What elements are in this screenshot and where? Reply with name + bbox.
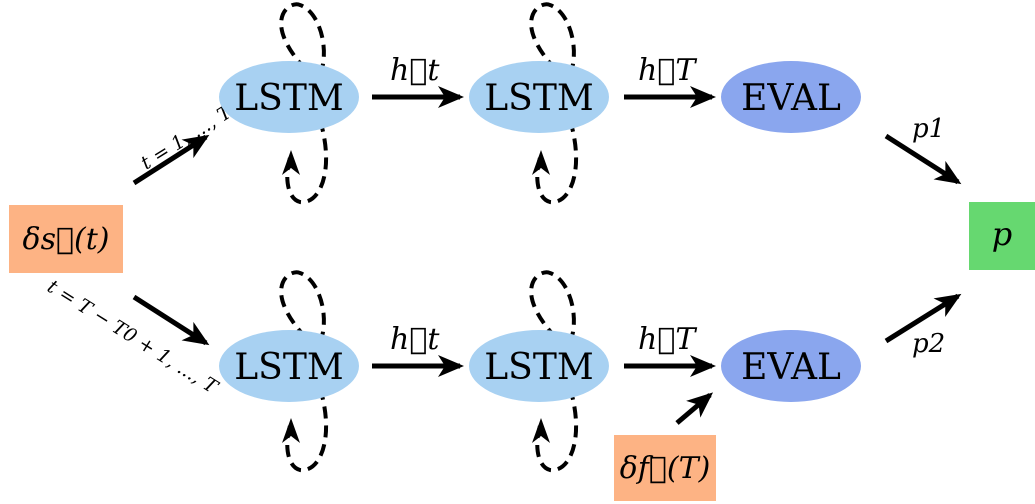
p1-label: p1 — [912, 114, 945, 144]
p2-arrow — [884, 293, 962, 344]
input-state-node: δs⃗(t) — [9, 205, 123, 273]
h-t-top-text: h⃗t — [390, 53, 440, 88]
range-top-label: t = 1, ..., T — [137, 100, 237, 174]
h-T-top-label: h⃗T — [638, 53, 697, 88]
output-box — [969, 202, 1035, 270]
lstm-bottom-2-loop-upper — [529, 270, 576, 344]
lstm-bottom-2-loop-arrowhead — [532, 418, 550, 443]
lstm-bottom-2-ellipse — [469, 330, 609, 402]
eval-top-ellipse — [721, 61, 861, 133]
lstm-top-2-ellipse — [469, 61, 609, 133]
eval-top-label: EVAL — [741, 78, 841, 119]
h-t-top-label: h⃗t — [390, 53, 440, 88]
force-to-eval-arrow — [675, 392, 714, 425]
input-to-lstm-bottom-arrow — [132, 294, 210, 346]
lstm-bottom-2-label: LSTM — [484, 347, 593, 388]
lstm-bottom-1-label: LSTM — [234, 347, 343, 388]
input-force-box — [614, 435, 716, 501]
lstm-top-1-ellipse — [219, 61, 359, 133]
lstm-bottom-1-loop-arrowhead — [282, 418, 300, 443]
input-to-lstm-top-arrow — [132, 134, 210, 186]
output-label: p — [992, 215, 1012, 253]
lstm-top-2-loop-arrowhead — [532, 150, 550, 175]
lstm-top-2-loop-upper — [529, 2, 576, 76]
input-state-box — [9, 205, 123, 273]
lstm-top-1-label: LSTM — [234, 78, 343, 119]
eval-bottom-ellipse — [721, 330, 861, 402]
lstm-top-2: LSTM — [469, 2, 609, 205]
eval-top: EVAL — [721, 61, 861, 133]
lstm-bottom-1-ellipse — [219, 330, 359, 402]
input-state-label: δs⃗(t) — [23, 222, 110, 257]
p1-arrow — [884, 133, 962, 185]
lstm-top-1-loop-upper — [279, 2, 326, 76]
p2-label: p2 — [912, 329, 945, 359]
input-force-label: δf⃗(T) — [620, 451, 711, 486]
lstm-bottom-2: LSTM — [469, 270, 609, 473]
h-t-bottom-label: h⃗t — [390, 322, 440, 357]
input-force-node: δf⃗(T) — [614, 435, 716, 501]
eval-bottom: EVAL — [721, 330, 861, 402]
lstm-bottom-1-loop-upper — [279, 270, 326, 344]
lstm-bottom-1: LSTM — [219, 270, 359, 473]
h-T-bottom-label: h⃗T — [638, 322, 697, 357]
lstm-top-1: LSTM — [219, 2, 359, 205]
eval-bottom-label: EVAL — [741, 347, 841, 388]
lstm-top-1-loop-arrowhead — [282, 150, 300, 175]
lstm-top-2-label: LSTM — [484, 78, 593, 119]
output-probability-node: p — [969, 202, 1035, 270]
